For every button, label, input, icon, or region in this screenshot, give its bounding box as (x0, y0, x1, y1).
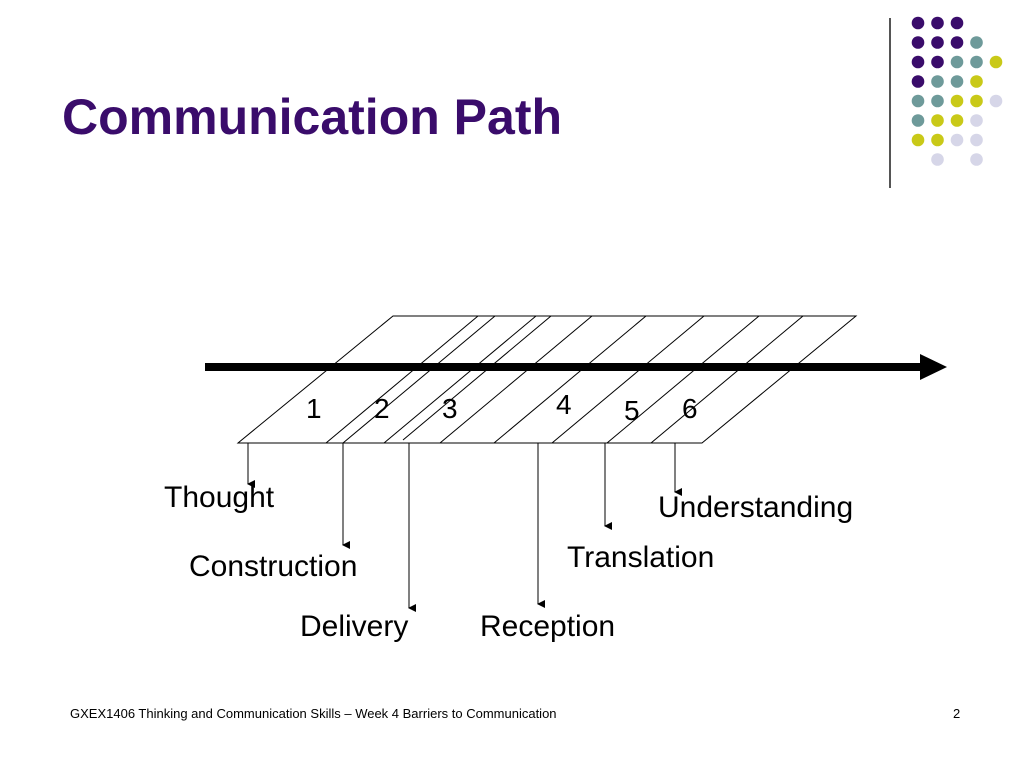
segment-number-4: 4 (556, 389, 572, 420)
decorative-dot (970, 36, 983, 49)
decorative-dot (950, 36, 964, 49)
decorative-dot (931, 133, 944, 147)
segment-divider (342, 315, 496, 444)
page-number: 2 (953, 706, 961, 721)
decorative-dot (911, 16, 925, 30)
segment-divider (439, 315, 593, 444)
decorative-dot (911, 94, 925, 108)
decorative-dot (931, 16, 944, 30)
segment-divider (402, 315, 552, 441)
path-parallelogram (236, 315, 858, 444)
decorative-dot (950, 94, 964, 108)
decorative-dot (970, 94, 983, 108)
stage-label-construction: Construction (189, 550, 357, 583)
decorative-dot (950, 55, 964, 69)
decorative-dot (931, 94, 944, 108)
segment-divider (606, 315, 760, 444)
stage-label-delivery: Delivery (300, 610, 408, 643)
slide-title: Communication Path (62, 89, 563, 145)
segment-divider (325, 315, 479, 444)
decorative-dot (989, 55, 1003, 69)
segment-divider (650, 315, 804, 444)
decorative-dot (931, 55, 944, 69)
segment-number-6: 6 (682, 393, 698, 424)
segment-number-5: 5 (624, 395, 640, 426)
segment-divider (493, 315, 647, 444)
decorative-dot (931, 114, 944, 127)
decorative-dot (970, 75, 983, 88)
stage-label-reception: Reception (480, 610, 615, 643)
decorative-dot (931, 75, 944, 88)
decorative-dot (911, 36, 925, 49)
communication-path-diagram: 1 2 3 4 5 6 Thought Construction Deliver… (164, 315, 947, 643)
decorative-dot (950, 114, 964, 127)
decorative-dot (950, 75, 964, 88)
decorative-dot (970, 153, 983, 166)
decorative-dot (970, 133, 983, 147)
stage-label-translation: Translation (567, 541, 714, 574)
header-divider-line (889, 18, 891, 188)
decorative-dot (931, 36, 944, 49)
decorative-dot (970, 55, 983, 69)
decorative-dot (970, 114, 983, 127)
decorative-dot (950, 133, 964, 147)
decorative-dot (911, 114, 925, 127)
segment-number-3: 3 (442, 393, 458, 424)
decorative-dot (911, 75, 925, 88)
decorative-dot (931, 153, 944, 166)
segment-divider (383, 315, 537, 444)
segment-divider (551, 315, 705, 444)
decorative-dot-grid (911, 16, 1003, 166)
decorative-dot (950, 16, 964, 30)
segment-number-2: 2 (374, 393, 390, 424)
segment-dividers (325, 315, 804, 444)
stage-label-understanding: Understanding (658, 491, 853, 524)
segment-number-1: 1 (306, 393, 322, 424)
decorative-dot (989, 94, 1003, 108)
main-direction-arrowhead (920, 354, 947, 380)
slide-footer: GXEX1406 Thinking and Communication Skil… (70, 706, 557, 721)
decorative-dot (911, 133, 925, 147)
decorative-dot (911, 55, 925, 69)
stage-label-thought: Thought (164, 481, 275, 514)
